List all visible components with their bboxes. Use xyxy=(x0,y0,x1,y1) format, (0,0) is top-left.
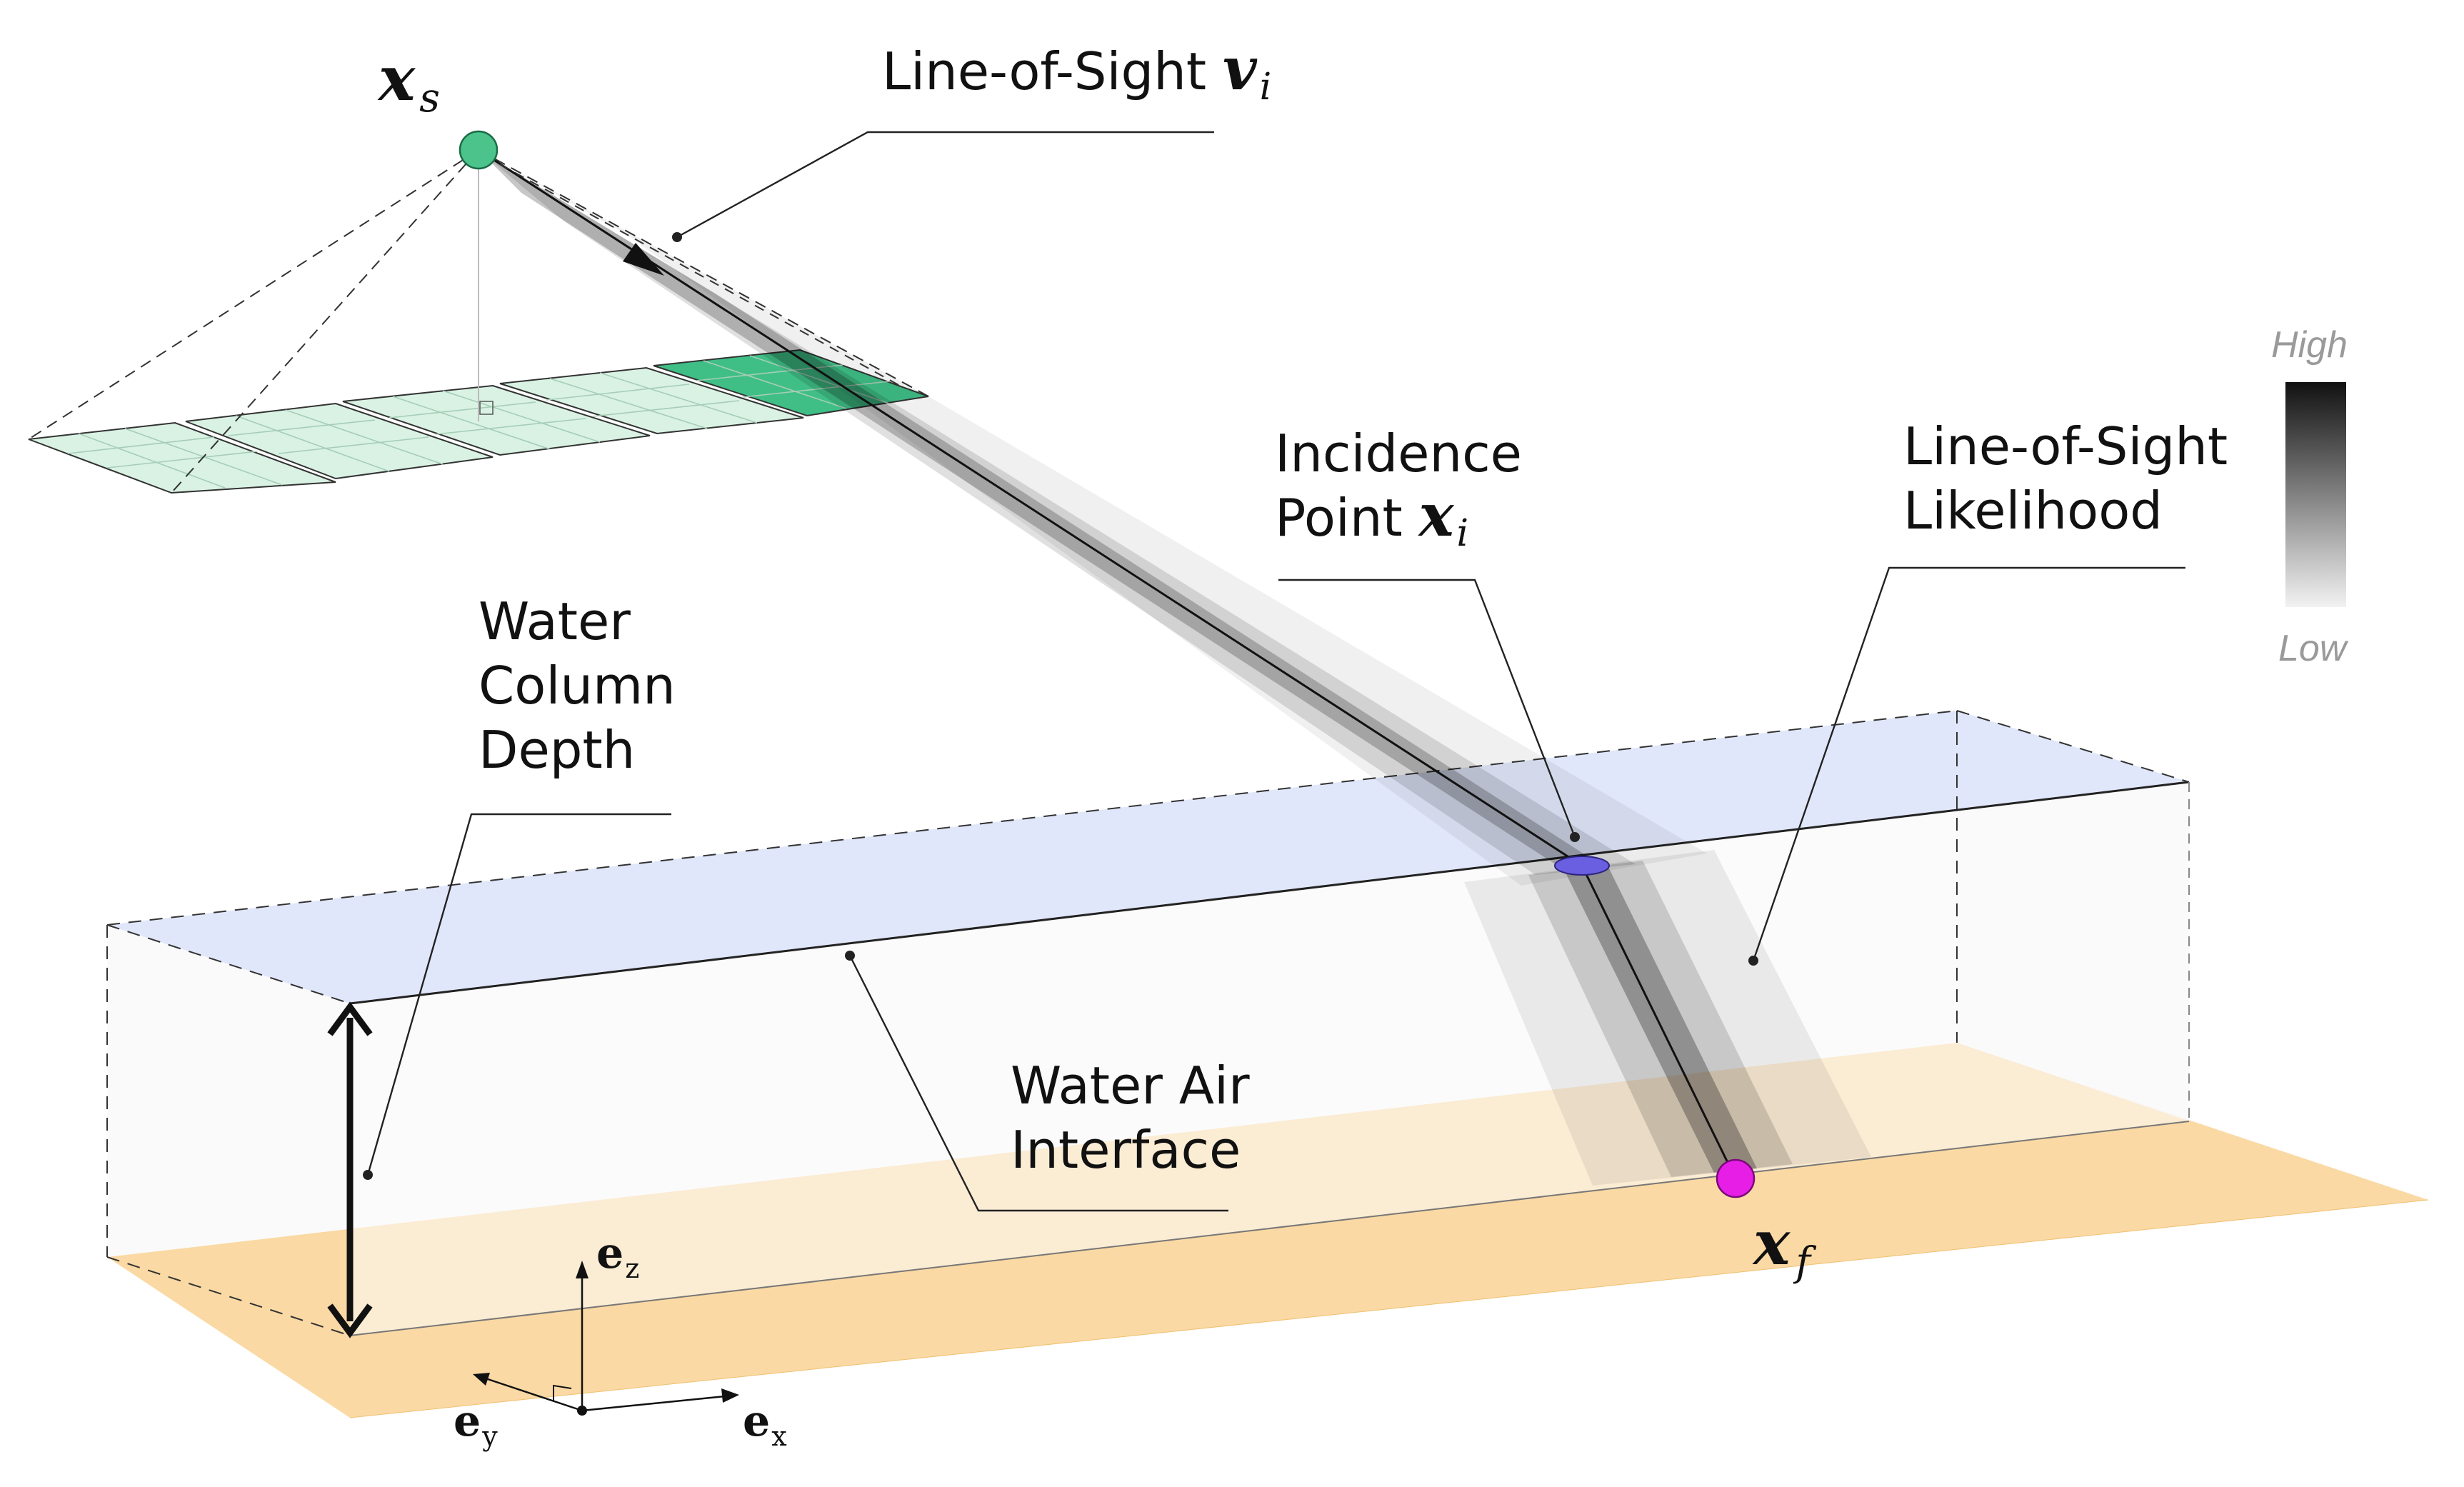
incidence-label-line2: Point xi xyxy=(1275,481,1468,555)
pixel-panel-1 xyxy=(28,421,336,494)
colorbar-high-label: High xyxy=(2271,324,2348,366)
los-ray-air xyxy=(478,149,1583,867)
water-front-face xyxy=(350,782,2189,1336)
water-surface-plane xyxy=(107,711,2189,1003)
colorbar-bar xyxy=(2285,382,2346,607)
pixel-panel-2 xyxy=(185,402,494,480)
los-label: Line-of-Sight vi xyxy=(882,35,1271,109)
surface-front-edge xyxy=(349,781,2190,1005)
beam-air-core xyxy=(479,150,1600,870)
beam-air-wide xyxy=(479,150,1707,886)
axis-ez-label: ez xyxy=(596,1228,639,1284)
pixel-grid xyxy=(28,149,929,494)
los-ray-water xyxy=(1581,865,1737,1179)
fov-line-3 xyxy=(478,149,929,397)
likelihood-label-line2: Likelihood xyxy=(1903,481,2163,541)
colorbar-low-label: Low xyxy=(2278,628,2349,669)
depth-label-line2: Column xyxy=(479,656,676,716)
fov-line-2 xyxy=(171,149,479,494)
depth-label-line3: Depth xyxy=(479,720,635,780)
beam-air-mid xyxy=(479,150,1636,875)
surface-back-edge xyxy=(106,710,1958,926)
pixel-panel-4 xyxy=(499,366,804,435)
depth-arrow xyxy=(327,1001,373,1338)
los-arrowhead xyxy=(623,243,664,276)
water-volume xyxy=(106,710,2429,1418)
floor-near-edge xyxy=(349,1199,2429,1418)
floor-front-edge xyxy=(349,1121,2190,1336)
axis-ey-label: ey xyxy=(454,1396,498,1452)
beam-water-core xyxy=(1564,864,1757,1173)
incidence-label-line1: Incidence xyxy=(1275,424,1522,484)
beam-water-mid xyxy=(1528,861,1793,1177)
nadir-marker xyxy=(479,401,494,415)
likelihood-colorbar: High Low xyxy=(2271,324,2349,669)
axis-ex-label: ex xyxy=(743,1396,787,1452)
surface-right-edge xyxy=(1956,710,2190,783)
leader-lines xyxy=(363,131,2185,1212)
fov-line-1 xyxy=(28,149,479,440)
interface-label-line1: Water Air xyxy=(1011,1056,1250,1116)
los-likelihood-beam xyxy=(478,149,1871,1186)
interface-label-line2: Interface xyxy=(1011,1120,1241,1180)
beam-water-wide xyxy=(1464,850,1871,1186)
incidence-point xyxy=(1554,856,1610,876)
sensor-point xyxy=(459,130,499,170)
depth-label-line1: Water xyxy=(479,591,631,651)
likelihood-label-line1: Line-of-Sight xyxy=(1903,416,2228,476)
floor-point xyxy=(1716,1158,1756,1198)
coordinate-axes: ez ex ey xyxy=(454,1228,787,1452)
